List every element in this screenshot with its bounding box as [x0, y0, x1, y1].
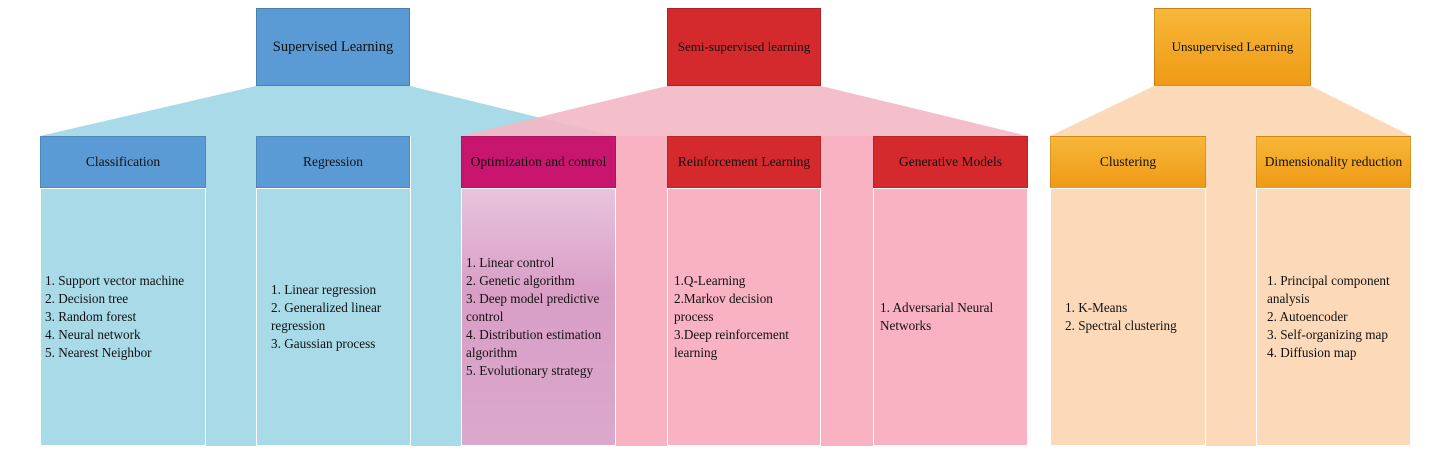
optimization-title: Optimization and control [470, 154, 607, 169]
dimensionality-header: Dimensionality reduction [1256, 136, 1411, 188]
dimensionality-column: 1. Principal component analysis 2. Autoe… [1256, 188, 1411, 446]
list-item: 2. Generalized linear regression [271, 300, 382, 333]
semi-supervised-learning-box: Semi-supervised learning [667, 8, 821, 86]
unsupervised-fan [1050, 86, 1411, 136]
classification-title: Classification [85, 154, 161, 169]
list-item: 2. Decision tree [45, 291, 129, 306]
list-item: 5. Nearest Neighbor [45, 345, 152, 360]
supervised-fan [40, 86, 615, 136]
list-item: 1. Linear control [466, 255, 555, 270]
clustering-column: 1. K-Means 2. Spectral clustering [1050, 188, 1206, 446]
regression-column: 1. Linear regression 2. Generalized line… [256, 188, 411, 446]
semi-supervised-learning-title: Semi-supervised learning [677, 39, 811, 54]
generative-column: 1. Adversarial Neural Networks [873, 188, 1028, 446]
reinforcement-list: 1.Q-Learning 2.Markov decision process 3… [668, 272, 820, 362]
list-item: 1. K-Means [1065, 300, 1128, 315]
dimensionality-title: Dimensionality reduction [1264, 154, 1403, 169]
list-item: 4. Distribution estimation algorithm [466, 327, 602, 360]
classification-column: 1. Support vector machine 2. Decision tr… [40, 188, 206, 446]
list-item: 1.Q-Learning [674, 273, 746, 288]
list-item: 3. Deep model predictive control [466, 291, 600, 324]
list-item: 5. Evolutionary strategy [466, 363, 594, 378]
optimization-list: 1. Linear control 2. Genetic algorithm 3… [462, 254, 615, 380]
list-item: 3. Self-organizing map [1267, 327, 1388, 342]
semi-supervised-gap-strip [616, 136, 668, 446]
optimization-column: 1. Linear control 2. Genetic algorithm 3… [461, 188, 616, 446]
supervised-gap-strip [411, 136, 463, 446]
unsupervised-learning-title: Unsupervised Learning [1171, 39, 1294, 54]
list-item: 4. Neural network [45, 327, 141, 342]
list-item: 1. Linear regression [271, 282, 377, 297]
clustering-list: 1. K-Means 2. Spectral clustering [1051, 299, 1183, 335]
list-item: 3. Gaussian process [271, 336, 376, 351]
reinforcement-title: Reinforcement Learning [677, 154, 811, 169]
supervised-gap-strip [206, 136, 258, 446]
classification-list: 1. Support vector machine 2. Decision tr… [41, 272, 190, 362]
list-item: 2. Autoencoder [1267, 309, 1348, 324]
list-item: 1. Support vector machine [45, 273, 185, 288]
unsupervised-gap-strip [1206, 136, 1258, 446]
list-item: 3. Random forest [45, 309, 137, 324]
list-item: 1. Adversarial Neural Networks [880, 300, 994, 333]
clustering-header: Clustering [1050, 136, 1206, 188]
reinforcement-column: 1.Q-Learning 2.Markov decision process 3… [667, 188, 821, 446]
list-item: 2. Spectral clustering [1065, 318, 1177, 333]
classification-header: Classification [40, 136, 206, 188]
semi-supervised-gap-strip [821, 136, 873, 446]
regression-header: Regression [256, 136, 410, 188]
list-item: 4. Diffusion map [1267, 345, 1357, 360]
list-item: 3.Deep reinforcement learning [674, 327, 789, 360]
regression-list: 1. Linear regression 2. Generalized line… [267, 281, 410, 353]
list-item: 2. Genetic algorithm [466, 273, 575, 288]
supervised-learning-title: Supervised Learning [272, 38, 394, 55]
optimization-header: Optimization and control [461, 136, 616, 188]
generative-header: Generative Models [873, 136, 1028, 188]
semi-supervised-fan [461, 86, 1028, 136]
generative-title: Generative Models [898, 154, 1003, 169]
dimensionality-list: 1. Principal component analysis 2. Autoe… [1257, 272, 1410, 362]
clustering-title: Clustering [1099, 154, 1157, 169]
list-item: 2.Markov decision process [674, 291, 773, 324]
regression-title: Regression [303, 154, 363, 169]
unsupervised-learning-box: Unsupervised Learning [1154, 8, 1311, 86]
generative-list: 1. Adversarial Neural Networks [874, 299, 1027, 335]
list-item: 1. Principal component analysis [1267, 273, 1390, 306]
reinforcement-header: Reinforcement Learning [667, 136, 821, 188]
supervised-learning-box: Supervised Learning [256, 8, 410, 86]
